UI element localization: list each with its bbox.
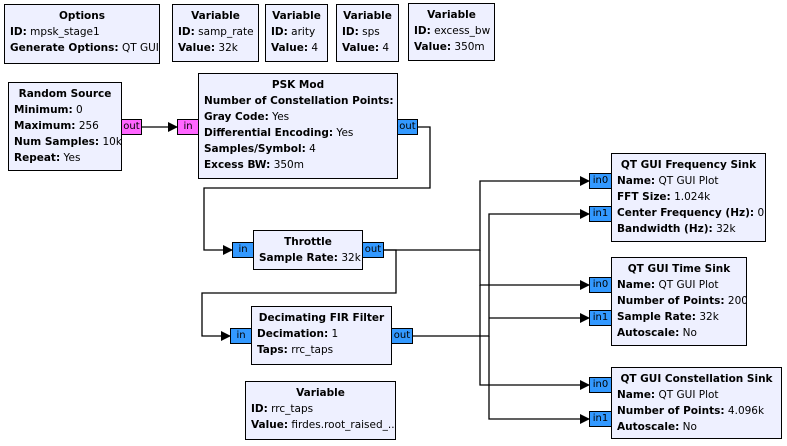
param-value: Value: 4 bbox=[342, 42, 390, 54]
param-fft-size: FFT Size: 1.024k bbox=[617, 191, 711, 203]
time-sink-in1-port[interactable]: in1 bbox=[589, 310, 612, 326]
param-name: Name: QT GUI Plot bbox=[617, 389, 719, 401]
param-excess-bw: Excess BW: 350m bbox=[204, 159, 304, 171]
param-id: ID: sps bbox=[342, 26, 380, 38]
options-block[interactable]: Options ID: mpsk_stage1 Generate Options… bbox=[4, 4, 160, 64]
param-gray-code: Gray Code: Yes bbox=[204, 111, 290, 123]
block-title: Throttle bbox=[284, 236, 332, 248]
param-value: Value: 32k bbox=[178, 42, 238, 54]
param-autoscale: Autoscale: No bbox=[617, 421, 697, 433]
block-title: Variable bbox=[272, 10, 321, 22]
param-center-frequency: Center Frequency (Hz): 0 bbox=[617, 207, 765, 219]
param-decimation: Decimation: 1 bbox=[257, 328, 339, 340]
block-title: Decimating FIR Filter bbox=[258, 312, 385, 324]
param-number-of-points: Number of Points: 4.096k bbox=[617, 405, 765, 417]
param-value: Value: 4 bbox=[271, 42, 319, 54]
fir-filter-in-port[interactable]: in bbox=[230, 328, 252, 344]
block-title: Variable bbox=[191, 10, 240, 22]
qt-gui-frequency-sink-block[interactable]: QT GUI Frequency Sink Name: QT GUI Plot … bbox=[611, 153, 766, 242]
qt-gui-constellation-sink-block[interactable]: QT GUI Constellation Sink Name: QT GUI P… bbox=[611, 367, 782, 439]
block-title: Variable bbox=[343, 10, 392, 22]
param-name: Name: QT GUI Plot bbox=[617, 279, 719, 291]
param-taps: Taps: rrc_taps bbox=[257, 344, 334, 356]
param-sample-rate: Sample Rate: 32k bbox=[617, 311, 719, 323]
const-sink-in1-port[interactable]: in1 bbox=[589, 411, 612, 427]
throttle-in-port[interactable]: in bbox=[232, 242, 254, 258]
wire-throttle-to-const-in0 bbox=[479, 285, 590, 390]
param-generate-options: Generate Options: QT GUI bbox=[10, 42, 159, 54]
wire-throttle-to-time-in0 bbox=[479, 250, 590, 290]
fir-filter-out-port[interactable]: out bbox=[391, 328, 413, 344]
psk-mod-block[interactable]: PSK Mod Number of Constellation Points: … bbox=[198, 73, 398, 179]
wire-fir-to-freq-in1 bbox=[413, 209, 590, 337]
param-sample-rate: Sample Rate: 32k bbox=[259, 252, 361, 264]
param-num-samples: Num Samples: 10k bbox=[14, 136, 122, 148]
block-title: Variable bbox=[427, 9, 476, 21]
block-title: QT GUI Frequency Sink bbox=[620, 159, 757, 171]
variable-samp-rate-block[interactable]: Variable ID: samp_rate Value: 32k bbox=[172, 4, 259, 62]
decimating-fir-filter-block[interactable]: Decimating FIR Filter Decimation: 1 Taps… bbox=[251, 306, 392, 365]
variable-arity-block[interactable]: Variable ID: arity Value: 4 bbox=[265, 4, 328, 62]
block-title: Random Source bbox=[18, 88, 112, 100]
psk-mod-out-port[interactable]: out bbox=[397, 119, 418, 135]
block-title: PSK Mod bbox=[271, 79, 325, 91]
random-source-out-port[interactable]: out bbox=[121, 119, 142, 135]
throttle-block[interactable]: Throttle Sample Rate: 32k bbox=[253, 230, 363, 270]
throttle-out-port[interactable]: out bbox=[362, 242, 384, 258]
wire-throttle-to-freq-in0 bbox=[384, 176, 590, 251]
param-constellation-points: Number of Constellation Points: 4 bbox=[204, 95, 397, 107]
wire-fir-to-const-in1 bbox=[488, 336, 590, 424]
block-title: Variable bbox=[296, 387, 345, 399]
param-id: ID: mpsk_stage1 bbox=[10, 26, 100, 38]
param-repeat: Repeat: Yes bbox=[14, 152, 81, 164]
qt-gui-time-sink-block[interactable]: QT GUI Time Sink Name: QT GUI Plot Numbe… bbox=[611, 257, 747, 346]
param-value: Value: firdes.root_raised_... bbox=[251, 419, 396, 431]
block-title: Options bbox=[59, 10, 105, 22]
variable-sps-block[interactable]: Variable ID: sps Value: 4 bbox=[336, 4, 399, 62]
variable-rrc-taps-block[interactable]: Variable ID: rrc_taps Value: firdes.root… bbox=[245, 381, 396, 440]
psk-mod-in-port[interactable]: in bbox=[177, 119, 199, 135]
variable-excess-bw-block[interactable]: Variable ID: excess_bw Value: 350m bbox=[408, 3, 495, 61]
freq-sink-in0-port[interactable]: in0 bbox=[589, 173, 612, 189]
param-minimum: Minimum: 0 bbox=[14, 104, 83, 116]
param-name: Name: QT GUI Plot bbox=[617, 175, 719, 187]
time-sink-in0-port[interactable]: in0 bbox=[589, 277, 612, 293]
param-id: ID: rrc_taps bbox=[251, 403, 314, 415]
param-differential-encoding: Differential Encoding: Yes bbox=[204, 127, 354, 139]
param-samples-per-symbol: Samples/Symbol: 4 bbox=[204, 143, 316, 155]
param-bandwidth: Bandwidth (Hz): 32k bbox=[617, 223, 736, 235]
param-value: Value: 350m bbox=[414, 41, 485, 53]
param-id: ID: arity bbox=[271, 26, 316, 38]
param-number-of-points: Number of Points: 200 bbox=[617, 295, 747, 307]
freq-sink-in1-port[interactable]: in1 bbox=[589, 206, 612, 222]
block-title: QT GUI Time Sink bbox=[627, 263, 731, 275]
random-source-block[interactable]: Random Source Minimum: 0 Maximum: 256 Nu… bbox=[8, 82, 122, 171]
param-id: ID: excess_bw bbox=[414, 25, 491, 37]
block-title: QT GUI Constellation Sink bbox=[620, 373, 773, 385]
param-maximum: Maximum: 256 bbox=[14, 120, 99, 132]
param-id: ID: samp_rate bbox=[178, 26, 254, 38]
param-autoscale: Autoscale: No bbox=[617, 327, 697, 339]
const-sink-in0-port[interactable]: in0 bbox=[589, 377, 612, 393]
